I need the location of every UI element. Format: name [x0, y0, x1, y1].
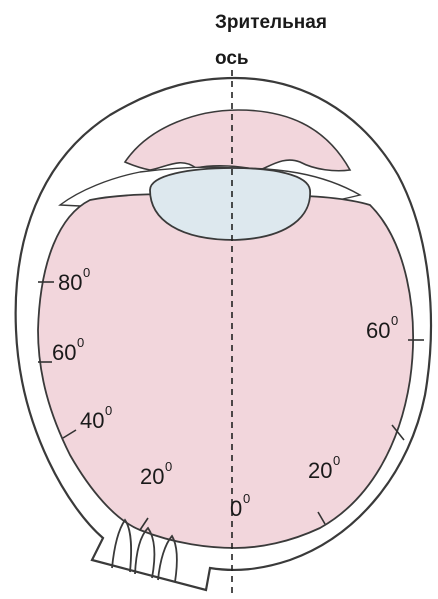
svg-text:40: 40: [80, 408, 104, 433]
svg-text:0: 0: [230, 496, 242, 521]
svg-text:0: 0: [83, 265, 90, 280]
axis-title-line1: Зрительная: [215, 12, 327, 33]
svg-text:0: 0: [77, 335, 84, 350]
svg-text:80: 80: [58, 270, 82, 295]
axis-title-line2: ось: [215, 48, 249, 69]
angle-label-right-60: 60 0: [366, 313, 398, 343]
optic-nerve: [111, 518, 178, 583]
angle-label-center-0: 0 0: [230, 491, 250, 521]
svg-text:0: 0: [243, 491, 250, 506]
lens: [149, 167, 311, 241]
svg-text:0: 0: [391, 313, 398, 328]
tick-left-40: [62, 429, 77, 439]
svg-text:0: 0: [333, 453, 340, 468]
svg-text:20: 20: [308, 458, 332, 483]
angle-label-left-80: 80 0: [58, 265, 90, 295]
angle-ticks: [38, 281, 424, 531]
svg-text:20: 20: [140, 464, 164, 489]
angle-label-left-60: 60 0: [52, 335, 84, 365]
svg-text:0: 0: [165, 459, 172, 474]
svg-text:60: 60: [52, 340, 76, 365]
angle-label-right-20: 20 0: [308, 453, 340, 483]
anterior-chamber: [123, 109, 352, 172]
tick-right-20: [317, 511, 326, 525]
tick-left-20: [139, 517, 149, 531]
angle-label-left-40: 40 0: [80, 403, 112, 433]
svg-text:60: 60: [366, 318, 390, 343]
angle-label-left-20: 20 0: [140, 459, 172, 489]
svg-text:0: 0: [105, 403, 112, 418]
tick-right-lower: [391, 424, 405, 441]
vitreous-body: [37, 193, 414, 549]
